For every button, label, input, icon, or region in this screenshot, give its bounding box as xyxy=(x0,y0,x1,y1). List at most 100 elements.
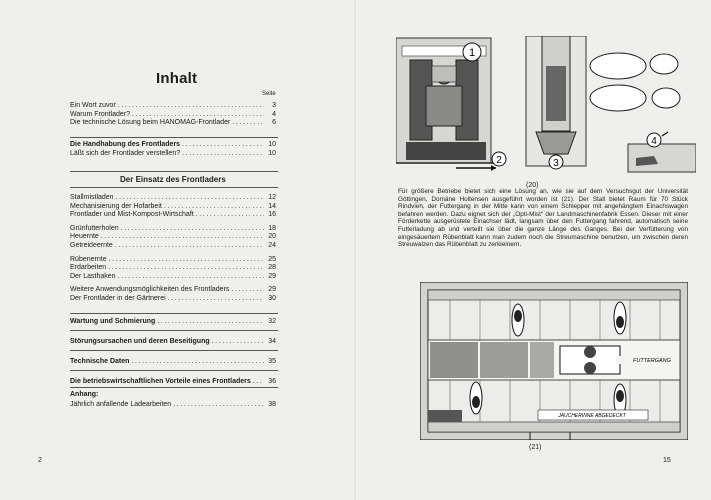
toc-entry-page: 12 xyxy=(268,194,276,201)
toc-leader-dots xyxy=(164,203,264,211)
toc-entry-page: 3 xyxy=(272,102,276,109)
toc-title: Inhalt xyxy=(156,70,198,87)
toc-entry-title: Wartung und Schmierung xyxy=(70,318,156,325)
figure-21-floor-plan: FUTTERGANG JAUCHERINNE ABGEDECKT xyxy=(420,282,688,440)
toc-leader-dots xyxy=(131,358,264,366)
toc-leader-dots xyxy=(182,141,264,149)
toc-entry-title: Stallmistladen xyxy=(70,194,114,201)
toc-leader-dots xyxy=(118,273,264,281)
toc-entry: Läßt sich der Frontlader verstellen?10 xyxy=(70,150,276,158)
toc-entry: Weitere Anwendungsmöglichkeiten des Fron… xyxy=(70,286,276,294)
toc-divider xyxy=(70,370,278,371)
toc-divider xyxy=(70,187,278,188)
toc-divider xyxy=(70,330,278,331)
toc-entry-page: 36 xyxy=(268,378,276,385)
figure-marker-3: 3 xyxy=(553,158,559,169)
toc-entry: Technische Daten 35 xyxy=(70,358,276,366)
toc-entry: Die Handhabung des Frontladers10 xyxy=(70,141,276,149)
toc-leader-dots xyxy=(173,401,264,409)
toc-entry-title: Ein Wort zuvor xyxy=(70,102,116,109)
toc-leader-dots xyxy=(118,102,264,110)
toc-entry-title: Erdarbeiten xyxy=(70,264,107,272)
toc-leader-dots xyxy=(253,378,264,386)
toc-entry-page: 24 xyxy=(268,242,276,249)
figure-20-caption: (20) xyxy=(526,182,539,189)
toc-divider xyxy=(70,313,278,314)
figure-21-caption: (21) xyxy=(529,444,542,451)
figure-marker-4: 4 xyxy=(651,136,657,147)
toc-entry-page: 16 xyxy=(268,211,276,219)
right-page: 1 2 3 4 (20) Für größere Betriebe bietet… xyxy=(356,0,711,500)
toc-leader-dots xyxy=(108,264,264,272)
toc-entry: Rübenernte 25 xyxy=(70,256,276,264)
toc-entry-page: 28 xyxy=(268,264,276,272)
toc-entry: Heuernte 20 xyxy=(70,233,276,241)
toc-leader-dots xyxy=(182,150,264,158)
page-column-label: Seite xyxy=(262,91,276,97)
toc-entry-page: 25 xyxy=(268,255,276,263)
page-number-right: 15 xyxy=(663,457,671,464)
toc-leader-dots xyxy=(232,119,264,127)
toc-entry-title: Störungsursachen und deren Beseitigung xyxy=(70,338,210,345)
toc-entry: Die betriebswirtschaftlichen Vorteile ei… xyxy=(70,378,276,386)
toc-entry-page: 34 xyxy=(268,338,276,345)
toc-leader-dots xyxy=(115,242,264,250)
toc-entry-title: Die technische Lösung beim HANOMAG-Front… xyxy=(70,119,231,127)
toc-leader-dots xyxy=(121,225,264,233)
toc-entry-anhang: Jährlich anfallende Ladearbeiten38 xyxy=(70,401,276,409)
toc-entry-title: Technische Daten xyxy=(70,358,130,365)
label-jauchrinne: JAUCHERINNE ABGEDECKT xyxy=(557,413,627,419)
page-gutter xyxy=(354,0,356,500)
toc-entry-title: Rübenernte xyxy=(70,255,107,263)
toc-entry-page: 32 xyxy=(268,318,276,325)
toc-entry: Getreideernte 24 xyxy=(70,242,276,250)
toc-divider xyxy=(70,137,278,138)
toc-leader-dots xyxy=(196,211,264,219)
toc-entry: Der Frontlader in der Gärtnerei 30 xyxy=(70,295,276,303)
toc-entry: Der Lasthaken 29 xyxy=(70,273,276,281)
figure-20-illustration: 1 2 3 4 xyxy=(396,36,696,173)
toc-leader-dots xyxy=(231,286,264,294)
toc-divider xyxy=(70,350,278,351)
toc-entry-title: Mechanisierung der Hofarbeit xyxy=(70,202,162,210)
toc-entry: Störungsursachen und deren Beseitigung 34 xyxy=(70,338,276,346)
toc-entry: Warum Frontlader? 4 xyxy=(70,111,276,119)
toc-entry: Ein Wort zuvor 3 xyxy=(70,102,276,110)
toc-entry-title: Der Frontlader in der Gärtnerei xyxy=(70,295,166,302)
figure-marker-2: 2 xyxy=(496,155,502,166)
toc-entry: Erdarbeiten 28 xyxy=(70,264,276,272)
toc-leader-dots xyxy=(157,318,264,326)
toc-leader-dots xyxy=(132,111,264,119)
toc-entry-title: Getreideernte xyxy=(70,242,113,249)
toc-entry-title: Der Lasthaken xyxy=(70,272,116,280)
toc-entry-page: 35 xyxy=(268,358,276,365)
toc-entry: Stallmistladen 12 xyxy=(70,194,276,202)
toc-entry-page: 30 xyxy=(268,295,276,302)
toc-entry-page: 29 xyxy=(268,272,276,280)
toc-entry-page: 20 xyxy=(268,233,276,241)
toc-entry-page: 18 xyxy=(268,224,276,232)
toc-entry: Die technische Lösung beim HANOMAG-Front… xyxy=(70,119,276,127)
toc-entry-page: 10 xyxy=(268,149,276,157)
figure-marker-1: 1 xyxy=(469,47,475,59)
body-paragraph: Für größere Betriebe bietet sich eine Lö… xyxy=(398,188,688,249)
toc-entry-title: Heuernte xyxy=(70,233,99,241)
toc-leader-dots xyxy=(109,256,264,264)
toc-entry-title: Die betriebswirtschaftlichen Vorteile ei… xyxy=(70,378,251,385)
toc-entry-page: 6 xyxy=(272,119,276,127)
toc-leader-dots xyxy=(116,194,264,202)
toc-entry: Wartung und Schmierung 32 xyxy=(70,318,276,326)
toc-entry-title: Warum Frontlader? xyxy=(70,110,131,118)
toc-divider xyxy=(70,171,278,172)
label-futtergang: FUTTERGANG xyxy=(633,358,672,364)
anhang-label: Anhang: xyxy=(70,391,99,398)
toc-entry: Grünfutterholen 18 xyxy=(70,225,276,233)
toc-entry-title: Jährlich anfallende Ladearbeiten xyxy=(70,401,172,408)
toc-entry-title: Frontlader und Mist-Kompost-Wirtschaft xyxy=(70,211,194,219)
toc-entry-title: Weitere Anwendungsmöglichkeiten des Fron… xyxy=(70,286,230,294)
toc-entry-page: 4 xyxy=(272,110,276,118)
toc-entry-page: 14 xyxy=(268,202,276,210)
toc-entry-title: Grünfutterholen xyxy=(70,224,119,232)
toc-leader-dots xyxy=(212,338,264,346)
